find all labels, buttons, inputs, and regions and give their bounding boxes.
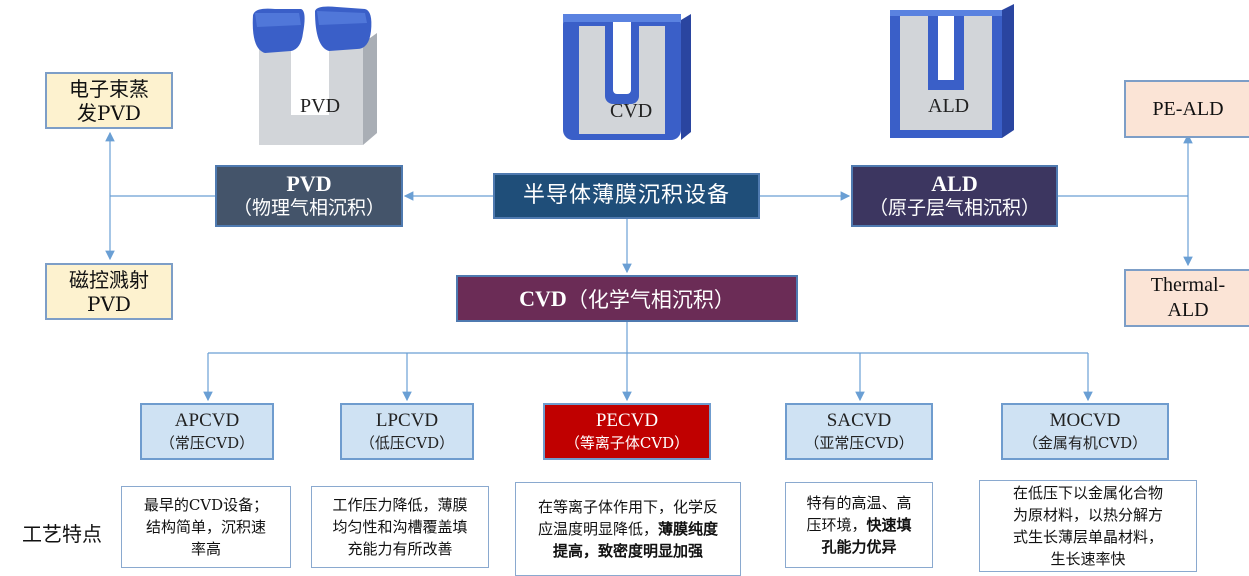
feature-sacvd: 特有的高温、高 压环境，快速填 孔能力优异 [785, 482, 933, 568]
apcvd-cn: （常压CVD） [159, 433, 255, 452]
pvd-node-title: PVD [286, 171, 332, 196]
sputter-line2: PVD [87, 291, 131, 316]
ald-method-pe: PE-ALD [1124, 80, 1249, 138]
feature-mocvd-line: 生长速率快 [1050, 550, 1126, 568]
root-node-title: 半导体薄膜沉积设备 [522, 183, 730, 208]
lpcvd-name: LPCVD [375, 409, 439, 431]
feature-mocvd-line: 式生长薄层单晶材料， [1012, 528, 1163, 546]
feature-mocvd: 在低压下以金属化合物 为原材料，以热分解方 式生长薄层单晶材料， 生长速率快 [979, 480, 1197, 572]
feature-sacvd-text: 压环境， [806, 516, 867, 534]
feature-apcvd-line: 结构简单，沉积速 [145, 518, 266, 536]
pvd-trench-illustration [252, 6, 377, 145]
pvd-illustration-label: PVD [300, 95, 341, 117]
feature-lpcvd: 工作压力降低，薄膜 均匀性和沟槽覆盖填 充能力有所改善 [311, 486, 489, 568]
thermal-line1: Thermal- [1150, 274, 1226, 296]
cvd-type-sacvd: SACVD （亚常压CVD） [785, 403, 933, 460]
pecvd-name: PECVD [595, 409, 659, 431]
ald-illustration-label: ALD [928, 95, 970, 117]
feature-mocvd-line: 为原材料，以热分解方 [1012, 506, 1163, 524]
pvd-method-ebeam: 电子束蒸 发PVD [45, 72, 173, 129]
feature-sacvd-line: 压环境，快速填 [806, 514, 911, 536]
feature-apcvd: 最早的CVD设备； 结构简单，沉积速 率高 [121, 486, 291, 568]
feature-pecvd-line: 在等离子体作用下，化学反 [537, 498, 718, 516]
pvd-method-sputter: 磁控溅射 PVD [45, 263, 173, 320]
pvd-node: PVD （物理气相沉积） [215, 165, 403, 227]
cvd-type-apcvd: APCVD （常压CVD） [140, 403, 274, 460]
cvd-node: CVD （化学气相沉积） [456, 275, 798, 322]
feature-lpcvd-line: 充能力有所改善 [347, 540, 453, 558]
sacvd-name: SACVD [826, 409, 892, 431]
feature-apcvd-line: 最早的CVD设备； [143, 496, 269, 514]
peald-line1: PE-ALD [1152, 97, 1224, 120]
ald-node-title: ALD [931, 171, 978, 196]
cvd-type-pecvd: PECVD （等离子体CVD） [543, 403, 711, 460]
mocvd-name: MOCVD [1049, 409, 1121, 431]
apcvd-name: APCVD [174, 409, 240, 431]
ebeam-line2: 发PVD [77, 100, 141, 125]
feature-pecvd: 在等离子体作用下，化学反 应温度明显降低，薄膜纯度 提高，致密度明显加强 [515, 482, 741, 576]
sputter-line1: 磁控溅射 [69, 267, 149, 292]
feature-lpcvd-line: 工作压力降低，薄膜 [332, 496, 468, 514]
ald-node: ALD （原子层气相沉积） [851, 165, 1058, 227]
feature-pecvd-bold: 薄膜纯度 [658, 520, 719, 538]
ald-trench-illustration [890, 4, 1014, 138]
root-node: 半导体薄膜沉积设备 [493, 173, 760, 219]
cvd-type-mocvd: MOCVD （金属有机CVD） [1001, 403, 1169, 460]
cvd-node-title: CVD [519, 285, 567, 311]
sacvd-cn: （亚常压CVD） [804, 433, 914, 452]
feature-mocvd-line: 在低压下以金属化合物 [1012, 484, 1163, 502]
feature-apcvd-line: 率高 [190, 540, 221, 558]
feature-pecvd-line: 应温度明显降低，薄膜纯度 [538, 518, 718, 540]
feature-sacvd-bold: 孔能力优异 [821, 538, 897, 556]
feature-lpcvd-line: 均匀性和沟槽覆盖填 [332, 518, 468, 536]
cvd-illustration-label: CVD [610, 100, 653, 122]
ald-node-subtitle: （原子层气相沉积） [868, 197, 1040, 219]
pecvd-cn: （等离子体CVD） [564, 433, 690, 452]
feature-sacvd-line: 特有的高温、高 [806, 494, 912, 512]
cvd-trench-illustration [563, 14, 691, 140]
feature-sacvd-bold: 快速填 [866, 516, 912, 534]
lpcvd-cn: （低压CVD） [359, 433, 455, 452]
ebeam-line1: 电子束蒸 [69, 76, 149, 101]
ald-method-thermal: Thermal- ALD [1124, 269, 1249, 327]
pvd-node-subtitle: （物理气相沉积） [232, 197, 385, 219]
thermal-line2: ALD [1167, 299, 1209, 321]
feature-pecvd-bold: 提高，致密度明显加强 [552, 542, 703, 560]
mocvd-cn: （金属有机CVD） [1022, 433, 1148, 452]
feature-pecvd-text: 应温度明显降低， [537, 520, 658, 538]
cvd-type-lpcvd: LPCVD （低压CVD） [340, 403, 474, 460]
cvd-node-subtitle: （化学气相沉积） [566, 287, 735, 312]
features-row-label: 工艺特点 [22, 522, 102, 546]
